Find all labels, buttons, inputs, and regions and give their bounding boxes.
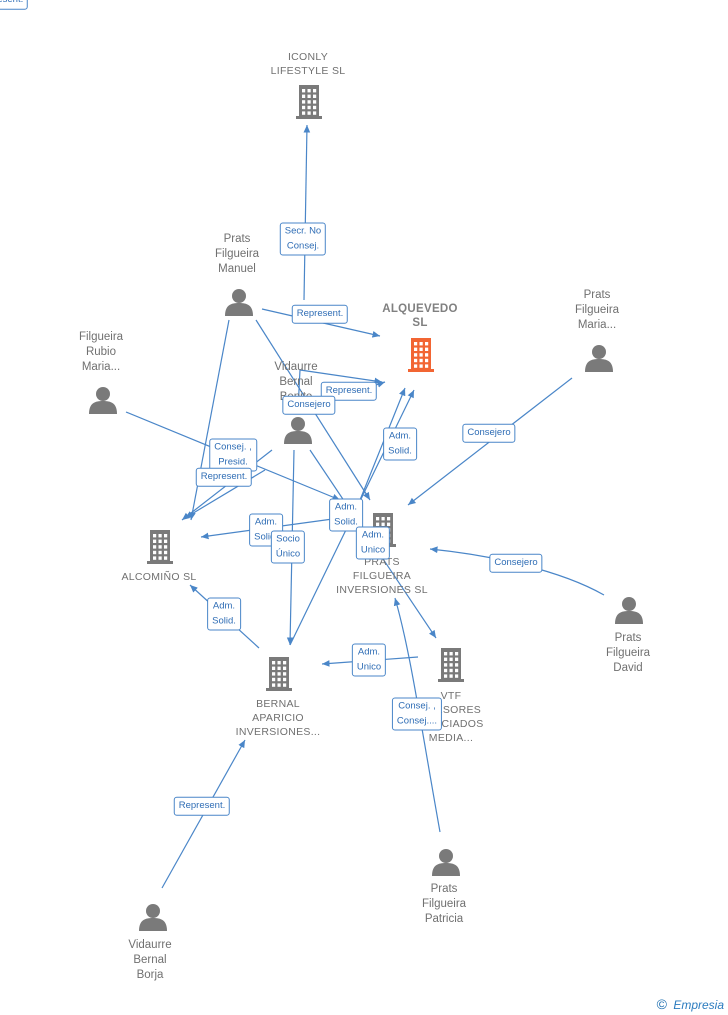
person-icon[interactable] xyxy=(139,904,167,931)
node-label-prats-filgueira-inv[interactable]: PRATS FILGUEIRA INVERSIONES SL xyxy=(336,556,428,596)
edge-prats_filgueira_inv-to-alquevedo xyxy=(357,387,406,506)
node-label-prats-david[interactable]: Prats Filgueira David xyxy=(605,632,651,674)
edge-label[interactable]: Represent. xyxy=(291,304,349,324)
building-icon[interactable] xyxy=(438,648,464,682)
node-label-alquevedo[interactable]: ALQUEVEDO SL xyxy=(382,303,458,329)
edge-label[interactable]: Adm. Solid. xyxy=(383,427,417,461)
node-label-alcomino[interactable]: ALCOMIÑO SL xyxy=(121,571,197,583)
person-icon[interactable] xyxy=(225,289,253,316)
building-icon[interactable] xyxy=(408,338,434,372)
person-icon[interactable] xyxy=(89,387,117,414)
node-label-iconly[interactable]: ICONLY LIFESTYLE SL xyxy=(270,51,346,77)
node-label-bernal-aparicio[interactable]: BERNAL APARICIO INVERSIONES... xyxy=(235,698,321,738)
edge-label[interactable]: Adm. Unico xyxy=(355,526,391,560)
edge-label[interactable]: Adm. Solid. xyxy=(329,498,363,532)
edge-label[interactable]: Represent. xyxy=(320,381,378,401)
node-label-filgueira-rubio[interactable]: Filgueira Rubio Maria... xyxy=(78,331,124,373)
edge-label[interactable]: Adm. Solid. xyxy=(207,597,241,631)
edge-label[interactable]: Consejero xyxy=(282,395,336,415)
edge-label[interactable]: Represent. xyxy=(195,467,253,487)
edge-label[interactable]: Adm. Unico xyxy=(351,643,387,677)
edge-label[interactable]: Consej. , Presid. xyxy=(209,438,257,472)
node-label-prats-manuel[interactable]: Prats Filgueira Manuel xyxy=(214,233,260,275)
copyright-symbol: © xyxy=(656,996,667,1012)
person-icon[interactable] xyxy=(284,417,312,444)
edge-label[interactable]: Secr. No Consej. xyxy=(279,222,327,256)
edge-label[interactable]: Consejero xyxy=(462,423,516,443)
building-icon[interactable] xyxy=(147,530,173,564)
edge-prats_manuel-to-alcomino xyxy=(189,319,230,521)
node-label-prats-maria[interactable]: Prats Filgueira Maria... xyxy=(574,289,620,331)
edge-label[interactable]: Socio Único xyxy=(270,530,306,564)
edge-label[interactable]: Represent. xyxy=(0,0,29,10)
person-icon[interactable] xyxy=(585,345,613,372)
building-icon[interactable] xyxy=(266,657,292,691)
building-icon[interactable] xyxy=(296,85,322,119)
edge-prats_manuel-to-iconly xyxy=(303,124,311,301)
person-icon[interactable] xyxy=(615,597,643,624)
footer-brand[interactable]: © Empresia xyxy=(657,996,724,1012)
person-icon[interactable] xyxy=(432,849,460,876)
node-label-vidaurre-borja[interactable]: Vidaurre Bernal Borja xyxy=(128,939,172,981)
edge-label[interactable]: Consejero xyxy=(489,553,543,573)
edge-label[interactable]: Consej. , Consej.... xyxy=(391,697,443,731)
edge-prats_patricia-to-prats_filgueira_inv xyxy=(393,597,441,833)
edge-label[interactable]: Represent. xyxy=(173,796,231,816)
node-label-prats-patricia[interactable]: Prats Filgueira Patricia xyxy=(421,883,467,925)
brand-logo-text: Empresia xyxy=(673,998,724,1012)
